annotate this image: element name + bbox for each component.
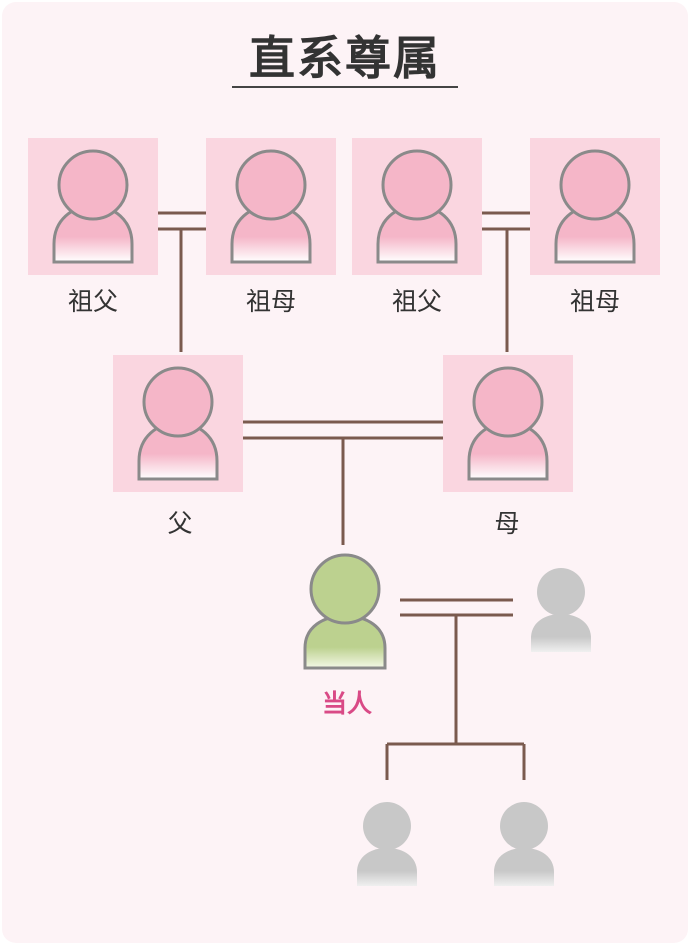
self xyxy=(303,552,387,672)
child-1 xyxy=(356,802,418,888)
person-icon xyxy=(554,149,636,264)
diagram-title: 直系尊属 xyxy=(249,31,441,85)
spouse xyxy=(530,568,592,654)
person-icon xyxy=(137,366,219,481)
paternal-grandmother xyxy=(206,138,336,275)
title-underline xyxy=(232,86,458,88)
label-father: 父 xyxy=(167,509,193,538)
label-self: 当人 xyxy=(321,689,372,718)
person-icon xyxy=(303,553,387,670)
person-icon xyxy=(52,149,134,264)
maternal-grandfather xyxy=(352,138,482,275)
label-maternal-grandmother: 祖母 xyxy=(569,287,620,316)
label-mother: 母 xyxy=(494,509,520,538)
person-icon xyxy=(357,802,417,886)
mother xyxy=(443,355,573,492)
maternal-grandmother xyxy=(530,138,660,275)
child-2 xyxy=(493,802,555,888)
person-icon xyxy=(230,149,312,264)
label-maternal-grandfather: 祖父 xyxy=(391,287,442,316)
label-paternal-grandfather: 祖父 xyxy=(67,287,118,316)
person-icon xyxy=(531,568,591,652)
person-icon xyxy=(467,366,549,481)
father xyxy=(113,355,243,492)
person-icon xyxy=(494,802,554,886)
label-paternal-grandmother: 祖母 xyxy=(245,287,296,316)
paternal-grandfather xyxy=(28,138,158,275)
person-icon xyxy=(376,149,458,264)
